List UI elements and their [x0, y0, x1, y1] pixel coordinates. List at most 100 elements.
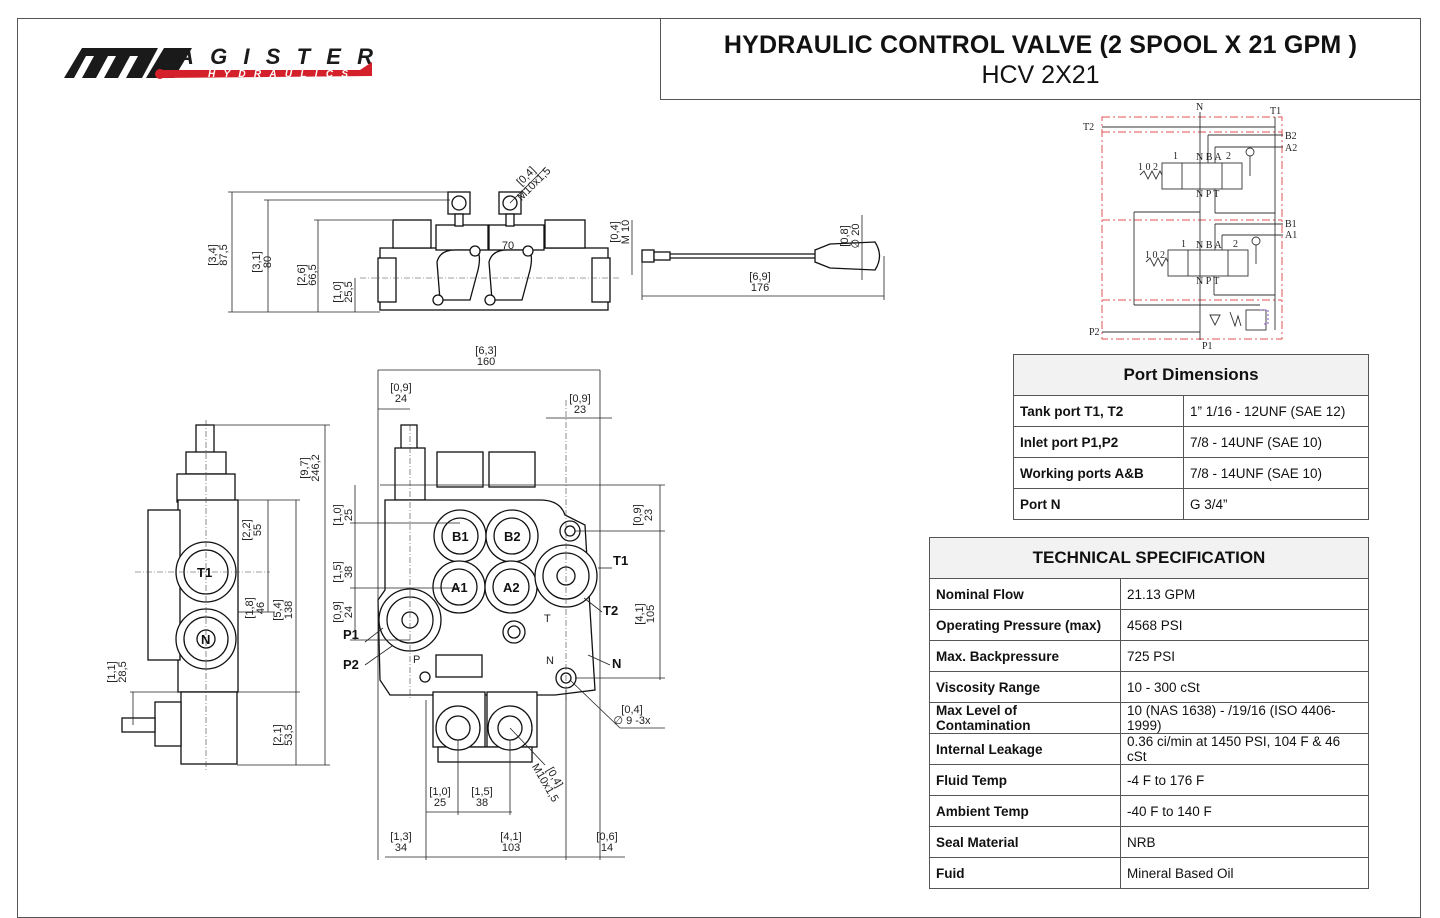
title-block: HYDRAULIC CONTROL VALVE (2 SPOOL X 21 GP… [660, 18, 1421, 100]
dimension-inches: [0,4] [609, 221, 621, 242]
dimension-mm: 14 [601, 842, 613, 854]
schematic-port-b1: B1 [1285, 219, 1297, 230]
row-label: Fluid Temp [929, 764, 1121, 796]
row-value: 4568 PSI [1120, 609, 1369, 641]
row-label: Port N [1013, 488, 1184, 520]
dimension-mm: ∅ 20 [850, 224, 862, 249]
dimension-mm: 103 [502, 842, 520, 854]
dimension-inches: [2,6] [296, 264, 308, 285]
row-label: Max Level of Contamination [929, 702, 1121, 734]
dimension-label: [9,7]246,2 [299, 454, 322, 482]
dimension-mm: 176 [751, 282, 769, 294]
row-value: 7/8 - 14UNF (SAE 10) [1183, 457, 1369, 489]
port-dimensions-title: Port Dimensions [1013, 354, 1369, 396]
row-label: Viscosity Range [929, 671, 1121, 703]
spool2-pos1: 1 [1173, 151, 1178, 162]
dimension-label: [0,6]14 [596, 831, 617, 854]
side-port-label-t1: T1 [197, 565, 212, 580]
dimension-label: [0,9]24 [332, 601, 355, 622]
row-label: Seal Material [929, 826, 1121, 858]
dimension-label: [1,1]28,5 [106, 661, 129, 682]
spool2-pos2: 2 [1226, 151, 1231, 162]
dimension-label: [1,8]46 [244, 597, 267, 618]
dimension-mm: 160 [477, 356, 495, 368]
row-label: Max. Backpressure [929, 640, 1121, 672]
schematic-port-n: N [1196, 102, 1203, 113]
row-label: Internal Leakage [929, 733, 1121, 765]
magister-hydraulics-logo: AGISTER HYDRAULICS [64, 44, 373, 80]
dimension-label: [6,3]160 [475, 345, 496, 368]
row-value: -40 F to 140 F [1120, 795, 1369, 827]
dimension-label: [0,9]24 [390, 382, 411, 405]
dimension-label: [1,0]25 [429, 786, 450, 809]
port-label-p2: P2 [343, 657, 359, 672]
dimension-label: 70 [502, 240, 514, 252]
dimension-inches: [0,8] [839, 225, 851, 246]
dimension-inches: [3,4] [207, 244, 219, 265]
schematic-port-p2: P2 [1089, 327, 1100, 338]
dimension-mm: ∅ 9 -3x [613, 715, 651, 727]
page-title: HYDRAULIC CONTROL VALVE (2 SPOOL X 21 GP… [723, 31, 1358, 59]
row-label: Ambient Temp [929, 795, 1121, 827]
port-label-t2: T2 [603, 603, 618, 618]
spool1-pos2: 2 [1233, 239, 1238, 250]
schematic-port-t2: T2 [1083, 122, 1094, 133]
dimension-mm: 53,5 [283, 724, 295, 745]
row-value: Mineral Based Oil [1120, 857, 1369, 889]
dimension-inches: [1,0] [429, 786, 450, 798]
spool1-positions: 1 0 2 [1145, 250, 1165, 261]
dimension-label: [0,4]M10x1,5 [529, 756, 570, 804]
side-view: T1 N [121, 420, 330, 770]
row-value: 7/8 - 14UNF (SAE 10) [1183, 426, 1369, 458]
row-value: 1” 1/16 - 12UNF (SAE 12) [1183, 395, 1369, 427]
dimension-inches: [3,1] [251, 251, 263, 272]
dimension-inches: [0,9] [332, 601, 344, 622]
dimension-label: [2,2]55 [241, 519, 264, 540]
dimension-inches: [1,0] [332, 281, 344, 302]
cast-mark-t: T [544, 613, 551, 625]
dimension-mm: 246,2 [310, 454, 322, 482]
row-label: Fuid [929, 857, 1121, 889]
dimension-label: [3,4]87,5 [207, 244, 230, 265]
spool1-pos1: 1 [1181, 239, 1186, 250]
row-label: Inlet port P1,P2 [1013, 426, 1184, 458]
dimension-inches: [6,3] [475, 345, 496, 357]
row-label: Nominal Flow [929, 578, 1121, 610]
dimension-label: [0,8]∅ 20 [839, 224, 862, 249]
dimension-mm: 38 [476, 797, 488, 809]
dimension-mm: 138 [283, 601, 295, 619]
row-value: 10 (NAS 1638) - /19/16 (ISO 4406-1999) [1120, 702, 1369, 734]
dimension-label: [1,3]34 [390, 831, 411, 854]
dimension-inches: [5,4] [272, 599, 284, 620]
row-value: 21.13 GPM [1120, 578, 1369, 610]
dimension-label: [1,0]25,5 [332, 281, 355, 302]
row-value: 725 PSI [1120, 640, 1369, 672]
dimension-label: [0,9]23 [569, 393, 590, 416]
dimension-label: [0,4]∅ 9 -3x [613, 704, 651, 727]
spool2-bottom-ports: N P T [1196, 189, 1219, 200]
dimension-mm: 24 [395, 393, 407, 405]
dimension-mm: 46 [255, 602, 267, 614]
dimension-inches: [4,1] [634, 603, 646, 624]
table-row: Ambient Temp-40 F to 140 F [929, 795, 1369, 827]
dimension-inches: [1,5] [471, 786, 492, 798]
dimension-mm: 55 [252, 524, 264, 536]
dimension-label: [2,6]66,5 [296, 264, 319, 285]
dimension-mm: 23 [574, 404, 586, 416]
dimension-mm: 34 [395, 842, 407, 854]
row-value: NRB [1120, 826, 1369, 858]
dimension-label: [1,0]25 [332, 504, 355, 525]
spool2-positions: 1 0 2 [1138, 162, 1158, 173]
dimension-mm: 38 [343, 566, 355, 578]
dimension-mm: M 10 [620, 220, 632, 244]
dimension-mm: 24 [343, 606, 355, 618]
port-label-n: N [612, 656, 621, 671]
